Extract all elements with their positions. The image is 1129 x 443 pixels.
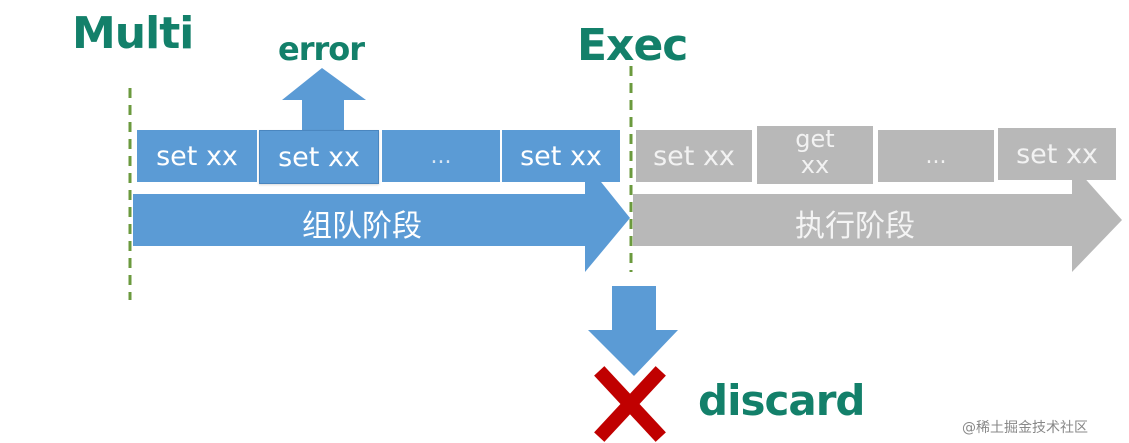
discard-cross-icon xyxy=(594,366,666,442)
exec-command-box-1: set xx xyxy=(636,130,752,182)
queue-command-box-4: set xx xyxy=(502,130,620,182)
multi-label: Multi xyxy=(72,8,194,59)
queue-command-box-1: set xx xyxy=(137,130,257,182)
discard-down-arrow xyxy=(588,286,678,376)
exec-label: Exec xyxy=(577,20,688,71)
execute-phase-label: 执行阶段 xyxy=(795,209,915,244)
queue-phase-arrow xyxy=(133,162,630,272)
execute-phase-arrow xyxy=(633,164,1122,272)
discard-label: discard xyxy=(698,376,865,425)
queue-command-box-ellipsis: ... xyxy=(382,130,500,182)
queue-command-box-error: set xx xyxy=(259,130,379,184)
queue-phase-label: 组队阶段 xyxy=(302,209,422,244)
error-label: error xyxy=(278,30,365,68)
error-up-arrow xyxy=(282,68,366,133)
watermark: @稀土掘金技术社区 xyxy=(962,420,1088,436)
exec-command-box-2: get xx xyxy=(757,126,873,184)
exec-command-box-4: set xx xyxy=(998,128,1116,180)
exec-command-box-ellipsis: ... xyxy=(878,130,994,182)
